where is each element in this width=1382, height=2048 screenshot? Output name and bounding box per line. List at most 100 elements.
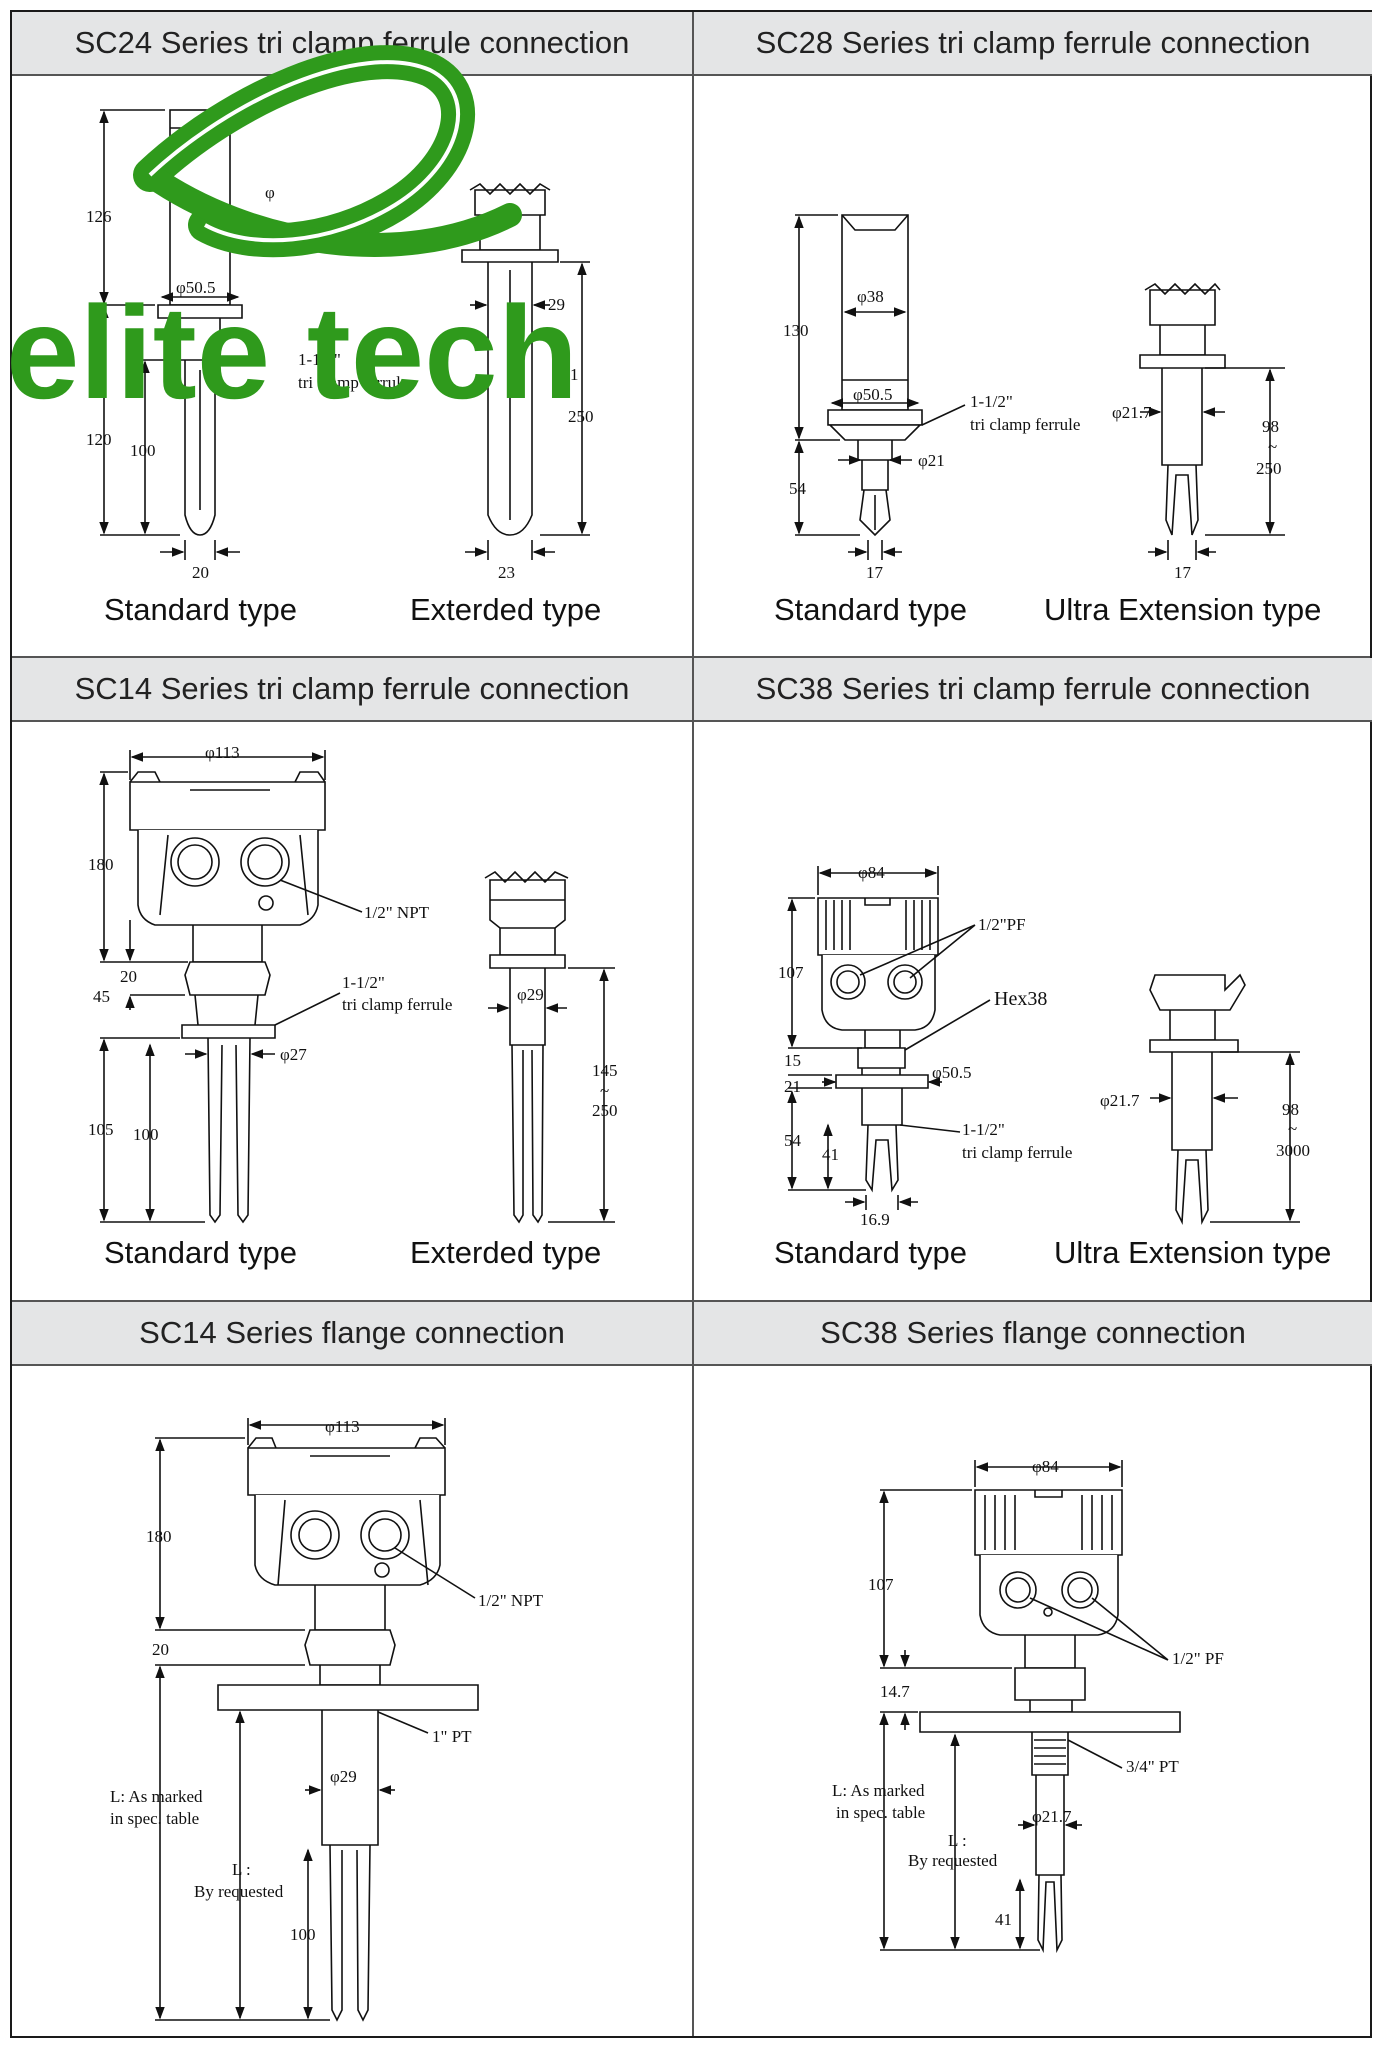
dim-label: 20 — [192, 563, 209, 582]
dim-label: 105 — [88, 1120, 114, 1139]
dim-label: 54 — [784, 1131, 802, 1150]
dim-label: 1-1/2" — [298, 350, 341, 369]
dim-label: ~ — [600, 1081, 609, 1100]
dim-label: 23 — [498, 563, 515, 582]
dim-label: By requested — [194, 1882, 284, 1901]
dim-label: φ21.7 — [1112, 403, 1152, 422]
dim-label: 250 — [1256, 459, 1282, 478]
panel-title-sc38: SC38 Series tri clamp ferrule connection — [694, 658, 1372, 722]
dim-label: tri clamp ferrule — [962, 1143, 1072, 1162]
sc14-standard-drawing — [99, 750, 363, 1224]
dim-label: 1-1/2" — [342, 973, 385, 992]
dim-label: 100 — [133, 1125, 159, 1144]
caption-sc38-standard: Standard type — [774, 1235, 968, 1270]
dim-label: φ84 — [858, 863, 885, 882]
dim-label: φ50.5 — [932, 1063, 972, 1082]
panel-title-sc28: SC28 Series tri clamp ferrule connection — [694, 12, 1372, 76]
dim-label: 1/2" NPT — [478, 1591, 544, 1610]
dim-label: 16.9 — [860, 1210, 890, 1229]
dim-label: ~ — [1268, 437, 1277, 456]
panel-title-sc14-flange: SC14 Series flange connection — [12, 1302, 692, 1366]
dim-label: φ113 — [325, 1417, 360, 1436]
dim-label: φ113 — [205, 743, 240, 762]
dim-label: 41 — [822, 1145, 839, 1164]
dim-label: 120 — [86, 430, 112, 449]
dim-label: L : — [948, 1831, 967, 1850]
dim-label: 17 — [1174, 563, 1192, 582]
dim-label: ~ — [1288, 1119, 1297, 1138]
caption-sc28-ultra: Ultra Extension type — [1044, 592, 1322, 627]
dim-label: 98 — [1262, 417, 1279, 436]
dim-label: 1 — [570, 365, 579, 384]
dim-label: 1-1/2" — [970, 392, 1013, 411]
dim-label: 250 — [592, 1101, 618, 1120]
dim-label: 100 — [290, 1925, 316, 1944]
sc14-extended-drawing — [484, 870, 615, 1224]
dim-label: tri clamp ferrule — [298, 373, 408, 392]
sc38-standard-drawing — [787, 866, 991, 1210]
sc38-flange-drawing — [879, 1460, 1181, 1954]
dim-label: φ27 — [280, 1045, 307, 1064]
sc38-ultra-drawing — [1149, 973, 1300, 1226]
dim-label: 29 — [548, 295, 565, 314]
dim-label: φ84 — [1032, 1457, 1059, 1476]
caption-sc28-standard: Standard type — [774, 592, 968, 627]
dim-label: 107 — [778, 963, 804, 982]
dim-label: in spec. table — [110, 1809, 199, 1828]
elite-tech-logo: elite tech — [6, 45, 578, 420]
caption-sc38-ultra: Ultra Extension type — [1054, 1235, 1332, 1270]
dim-label: 180 — [88, 855, 114, 874]
row-divider — [12, 656, 1370, 658]
dim-label: tri clamp ferrule — [970, 415, 1080, 434]
dim-label: 3/4" PT — [1126, 1757, 1179, 1776]
dim-label: tri clamp ferrule — [342, 995, 452, 1014]
dim-label: By requested — [908, 1851, 998, 1870]
dimension-labels: 126 120 100 20 φ50.5 φ 1-1/2" tri clamp … — [86, 183, 1310, 1944]
dim-label: 98 — [1282, 1100, 1299, 1119]
dim-label: φ — [265, 183, 275, 202]
dim-label: 20 — [152, 1640, 169, 1659]
dim-label: 126 — [86, 207, 112, 226]
dim-label: 180 — [146, 1527, 172, 1546]
dim-label: 14.7 — [880, 1682, 910, 1701]
dim-label: 1/2" PF — [1172, 1649, 1224, 1668]
dim-label: φ50.5 — [853, 385, 893, 404]
dim-label: 45 — [93, 987, 110, 1006]
dim-label: φ21.7 — [1100, 1091, 1140, 1110]
dim-label: φ21.7 — [1032, 1807, 1072, 1826]
dim-label: 100 — [130, 441, 156, 460]
sc14-flange-drawing — [155, 1418, 479, 2022]
dim-label: 3000 — [1276, 1141, 1310, 1160]
panel-title-sc14: SC14 Series tri clamp ferrule connection — [12, 658, 692, 722]
dim-label: 15 — [784, 1051, 801, 1070]
dim-label: L : — [232, 1860, 251, 1879]
dim-label: Hex38 — [994, 988, 1047, 1010]
sc28-standard-drawing — [794, 214, 966, 560]
caption-sc14-extended: Exterded type — [410, 1235, 602, 1270]
caption-sc24-standard: Standard type — [104, 592, 298, 627]
logo-text: elite tech — [6, 279, 578, 420]
dim-label: 1" PT — [432, 1727, 472, 1746]
caption-sc24-extended: Exterded type — [410, 592, 602, 627]
dim-label: 250 — [568, 407, 594, 426]
dim-label: 130 — [783, 321, 809, 340]
dim-label: 54 — [789, 479, 807, 498]
dim-label: φ29 — [330, 1767, 357, 1786]
dim-label: φ50.5 — [176, 278, 216, 297]
column-divider — [692, 12, 694, 2036]
dim-label: 1-1/2" — [962, 1120, 1005, 1139]
row-divider — [12, 1300, 1370, 1302]
caption-sc14-standard: Standard type — [104, 1235, 298, 1270]
dim-label: φ38 — [857, 287, 884, 306]
dim-label: 107 — [868, 1575, 894, 1594]
dim-label: in spec. table — [836, 1803, 925, 1822]
dim-label: L: As marked — [110, 1787, 203, 1806]
dim-label: L: As marked — [832, 1781, 925, 1800]
panel-title-sc38-flange: SC38 Series flange connection — [694, 1302, 1372, 1366]
dim-label: 20 — [120, 967, 137, 986]
sc24-extended-drawing — [461, 182, 590, 560]
dim-label: 41 — [995, 1910, 1012, 1929]
dim-label: 1/2" NPT — [364, 903, 430, 922]
dim-label: 17 — [866, 563, 884, 582]
